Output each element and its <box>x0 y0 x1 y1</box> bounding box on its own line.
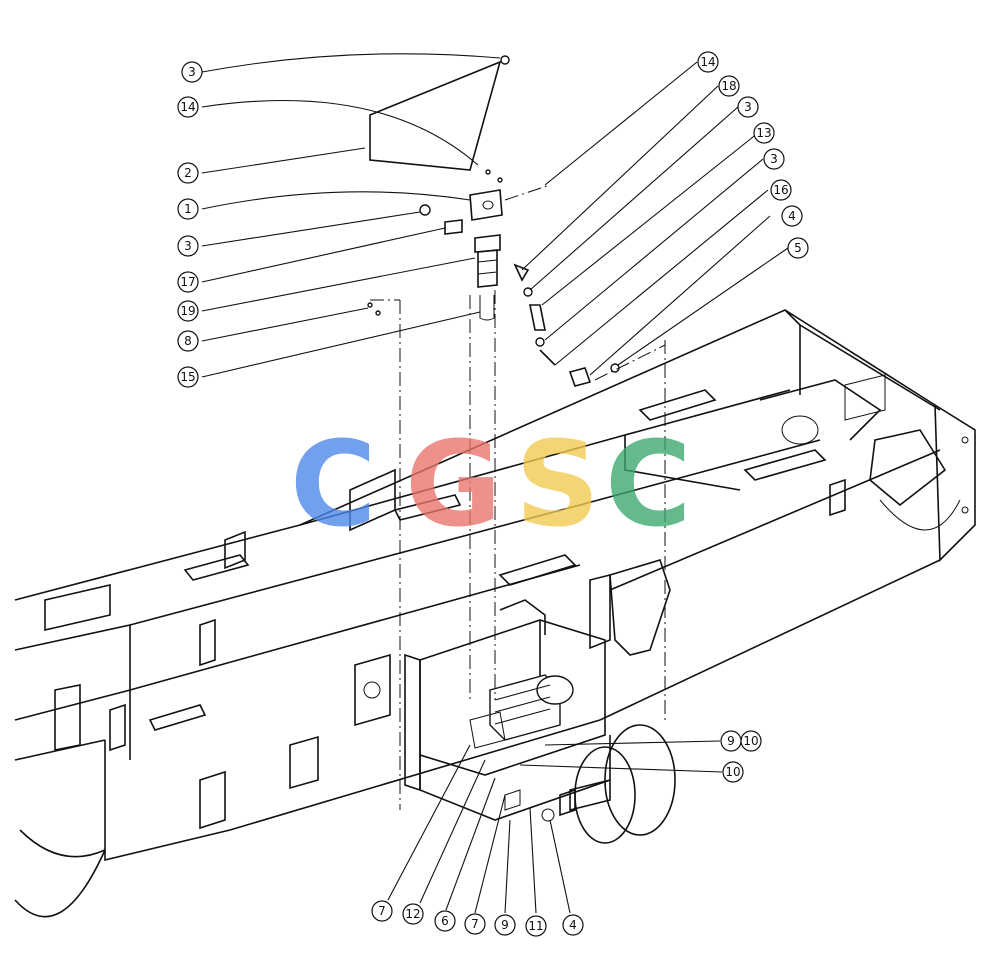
callout-16: 16 <box>770 179 792 201</box>
svg-text:3: 3 <box>770 152 778 166</box>
svg-text:7: 7 <box>471 917 479 931</box>
svg-text:14: 14 <box>700 55 715 69</box>
svg-text:11: 11 <box>528 919 543 933</box>
callout-17: 17 <box>177 271 199 293</box>
assembly-lines <box>370 184 666 810</box>
callout-7: 7 <box>464 913 486 935</box>
callout-3: 3 <box>177 235 199 257</box>
svg-text:1: 1 <box>184 202 192 216</box>
callout-4: 4 <box>781 205 803 227</box>
watermark-letter-4: C <box>605 415 692 553</box>
watermark-letter-1: C <box>290 415 377 553</box>
callout-6: 6 <box>434 910 456 932</box>
svg-text:12: 12 <box>405 907 420 921</box>
svg-text:10: 10 <box>725 765 740 779</box>
svg-text:18: 18 <box>721 79 736 93</box>
callout-3: 3 <box>181 61 203 83</box>
svg-text:15: 15 <box>180 370 195 384</box>
callout-10: 10 <box>722 761 744 783</box>
svg-text:7: 7 <box>378 904 386 918</box>
callout-8: 8 <box>177 330 199 352</box>
callout-14: 14 <box>697 51 719 73</box>
watermark-letter-3: S <box>515 415 600 553</box>
watermark-letter-2: G <box>405 415 502 553</box>
svg-text:5: 5 <box>794 241 802 255</box>
callout-11: 11 <box>525 915 547 937</box>
callout-13: 13 <box>753 122 775 144</box>
svg-text:6: 6 <box>441 914 449 928</box>
svg-text:8: 8 <box>184 334 192 348</box>
callout-2: 2 <box>177 162 199 184</box>
svg-text:2: 2 <box>184 166 192 180</box>
callout-7: 7 <box>371 900 393 922</box>
callout-18: 18 <box>718 75 740 97</box>
svg-text:17: 17 <box>180 275 195 289</box>
watermark: C G S C <box>290 415 692 553</box>
winch-assembly <box>404 599 676 844</box>
callout-3: 3 <box>763 148 785 170</box>
callout-1: 1 <box>177 198 199 220</box>
svg-text:9: 9 <box>727 734 735 748</box>
svg-text:3: 3 <box>184 239 192 253</box>
svg-text:4: 4 <box>569 918 577 932</box>
svg-text:14: 14 <box>180 100 195 114</box>
callout-19: 19 <box>177 300 199 322</box>
callout-15: 15 <box>177 366 199 388</box>
svg-text:4: 4 <box>788 209 796 223</box>
svg-text:13: 13 <box>756 126 771 140</box>
exploded-parts <box>367 55 620 387</box>
callout-4: 4 <box>562 914 584 936</box>
svg-text:16: 16 <box>773 183 788 197</box>
callout-9: 9 <box>720 730 742 752</box>
callout-10: 10 <box>740 730 762 752</box>
svg-text:10: 10 <box>743 734 758 748</box>
svg-text:3: 3 <box>744 100 752 114</box>
callouts: 3 14 2 1 3 17 19 8 15 14 18 3 13 3 16 4 … <box>177 51 809 937</box>
svg-text:19: 19 <box>180 304 195 318</box>
callout-12: 12 <box>402 903 424 925</box>
svg-text:9: 9 <box>501 918 509 932</box>
svg-text:3: 3 <box>188 65 196 79</box>
callout-14: 14 <box>177 96 199 118</box>
callout-5: 5 <box>787 237 809 259</box>
callout-3: 3 <box>737 96 759 118</box>
callout-9: 9 <box>494 914 516 936</box>
chassis-frame <box>14 309 976 918</box>
